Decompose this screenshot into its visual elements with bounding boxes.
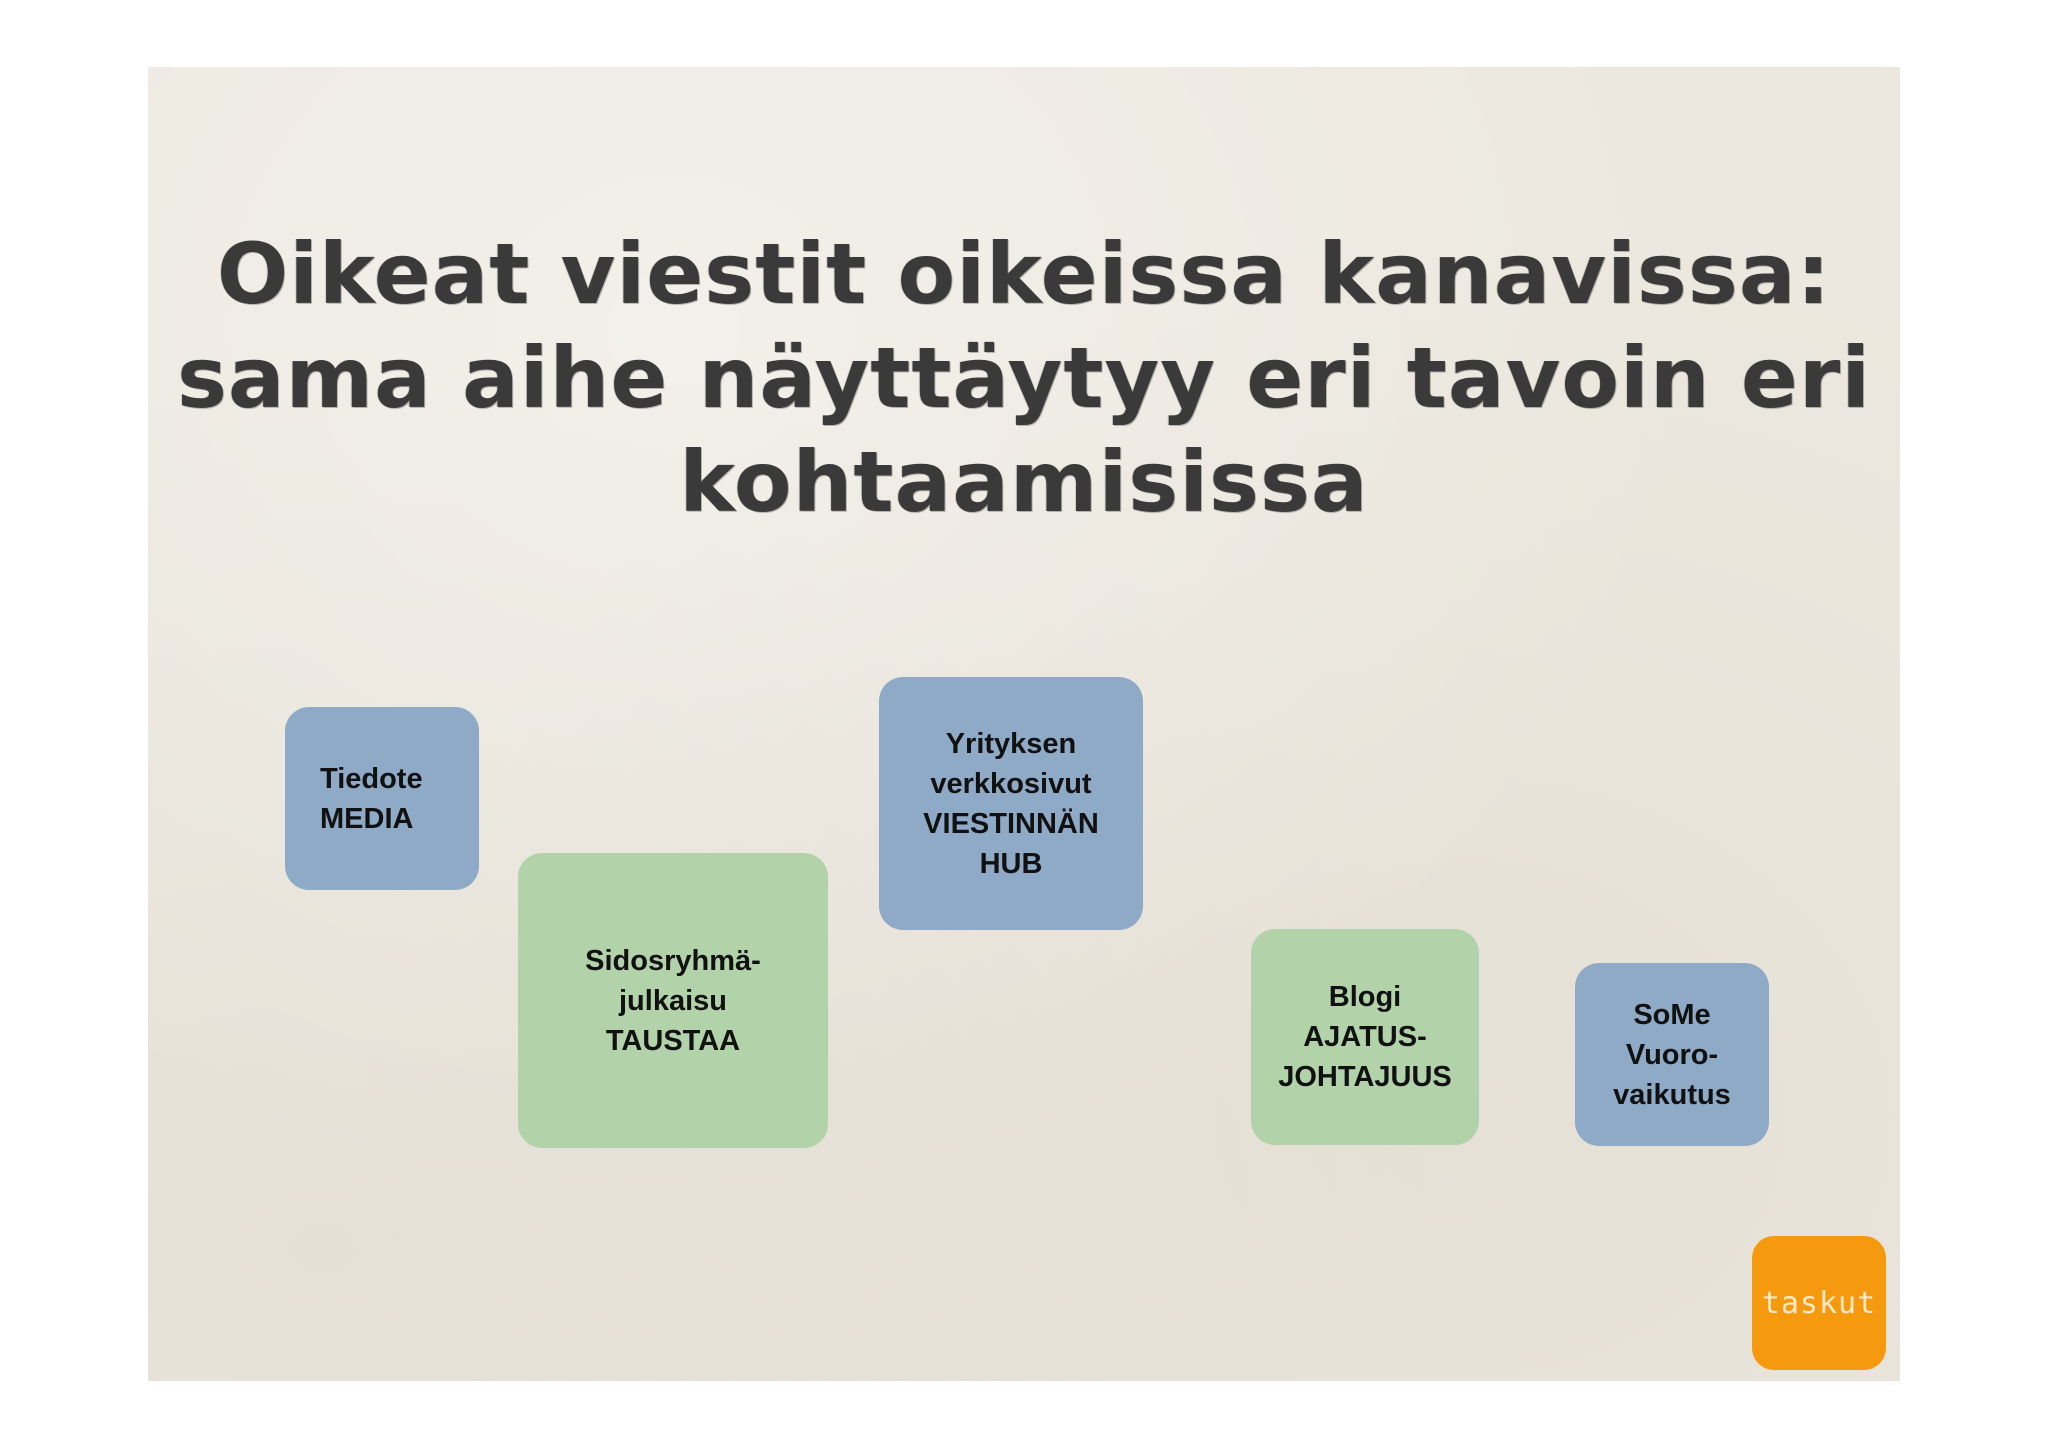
box-label: Tiedote <box>320 762 423 795</box>
box-label: Yrityksen <box>945 727 1077 760</box>
box-label: MEDIA <box>320 802 414 835</box>
box-label: VIESTINNÄN <box>923 807 1099 840</box>
box-some-vuorovaikutus: SoMe Vuoro- vaikutus <box>1575 963 1769 1146</box>
box-label: TAUSTAA <box>605 1024 741 1057</box>
title-line-1: Oikeat viestit oikeissa kanavissa: <box>216 225 1832 323</box>
box-tiedote-media: Tiedote MEDIA <box>285 707 479 890</box>
box-label: julkaisu <box>619 984 727 1017</box>
box-label: Sidosryhmä- <box>585 944 761 977</box>
box-label: AJATUS- <box>1303 1021 1427 1053</box>
box-label: Vuoro- <box>1625 1038 1719 1071</box>
taskut-logo: taskut <box>1752 1236 1886 1370</box>
logo-text: taskut <box>1761 1285 1877 1321</box>
box-label: vaikutus <box>1613 1078 1731 1111</box>
box-yrityksen-verkkosivut-hub: Yrityksen verkkosivut VIESTINNÄN HUB <box>879 677 1143 930</box>
title-line-2: sama aihe näyttäytyy eri tavoin eri <box>176 329 1872 427</box>
box-label: Blogi <box>1328 981 1402 1013</box>
slide-title: Oikeat viestit oikeissa kanavissa: sama … <box>148 222 1900 534</box>
box-label: JOHTAJUUS <box>1278 1061 1452 1093</box>
box-label: verkkosivut <box>930 767 1092 800</box>
box-label: SoMe <box>1633 998 1711 1031</box>
box-sidosryhmajulkaisu-taustaa: Sidosryhmä- julkaisu TAUSTAA <box>518 853 828 1148</box>
box-label: HUB <box>979 847 1043 880</box>
title-line-3: kohtaamisissa <box>679 433 1369 531</box>
box-blogi-ajatusjohtajuus: Blogi AJATUS- JOHTAJUUS <box>1251 929 1479 1145</box>
slide: Oikeat viestit oikeissa kanavissa: sama … <box>148 67 1900 1381</box>
